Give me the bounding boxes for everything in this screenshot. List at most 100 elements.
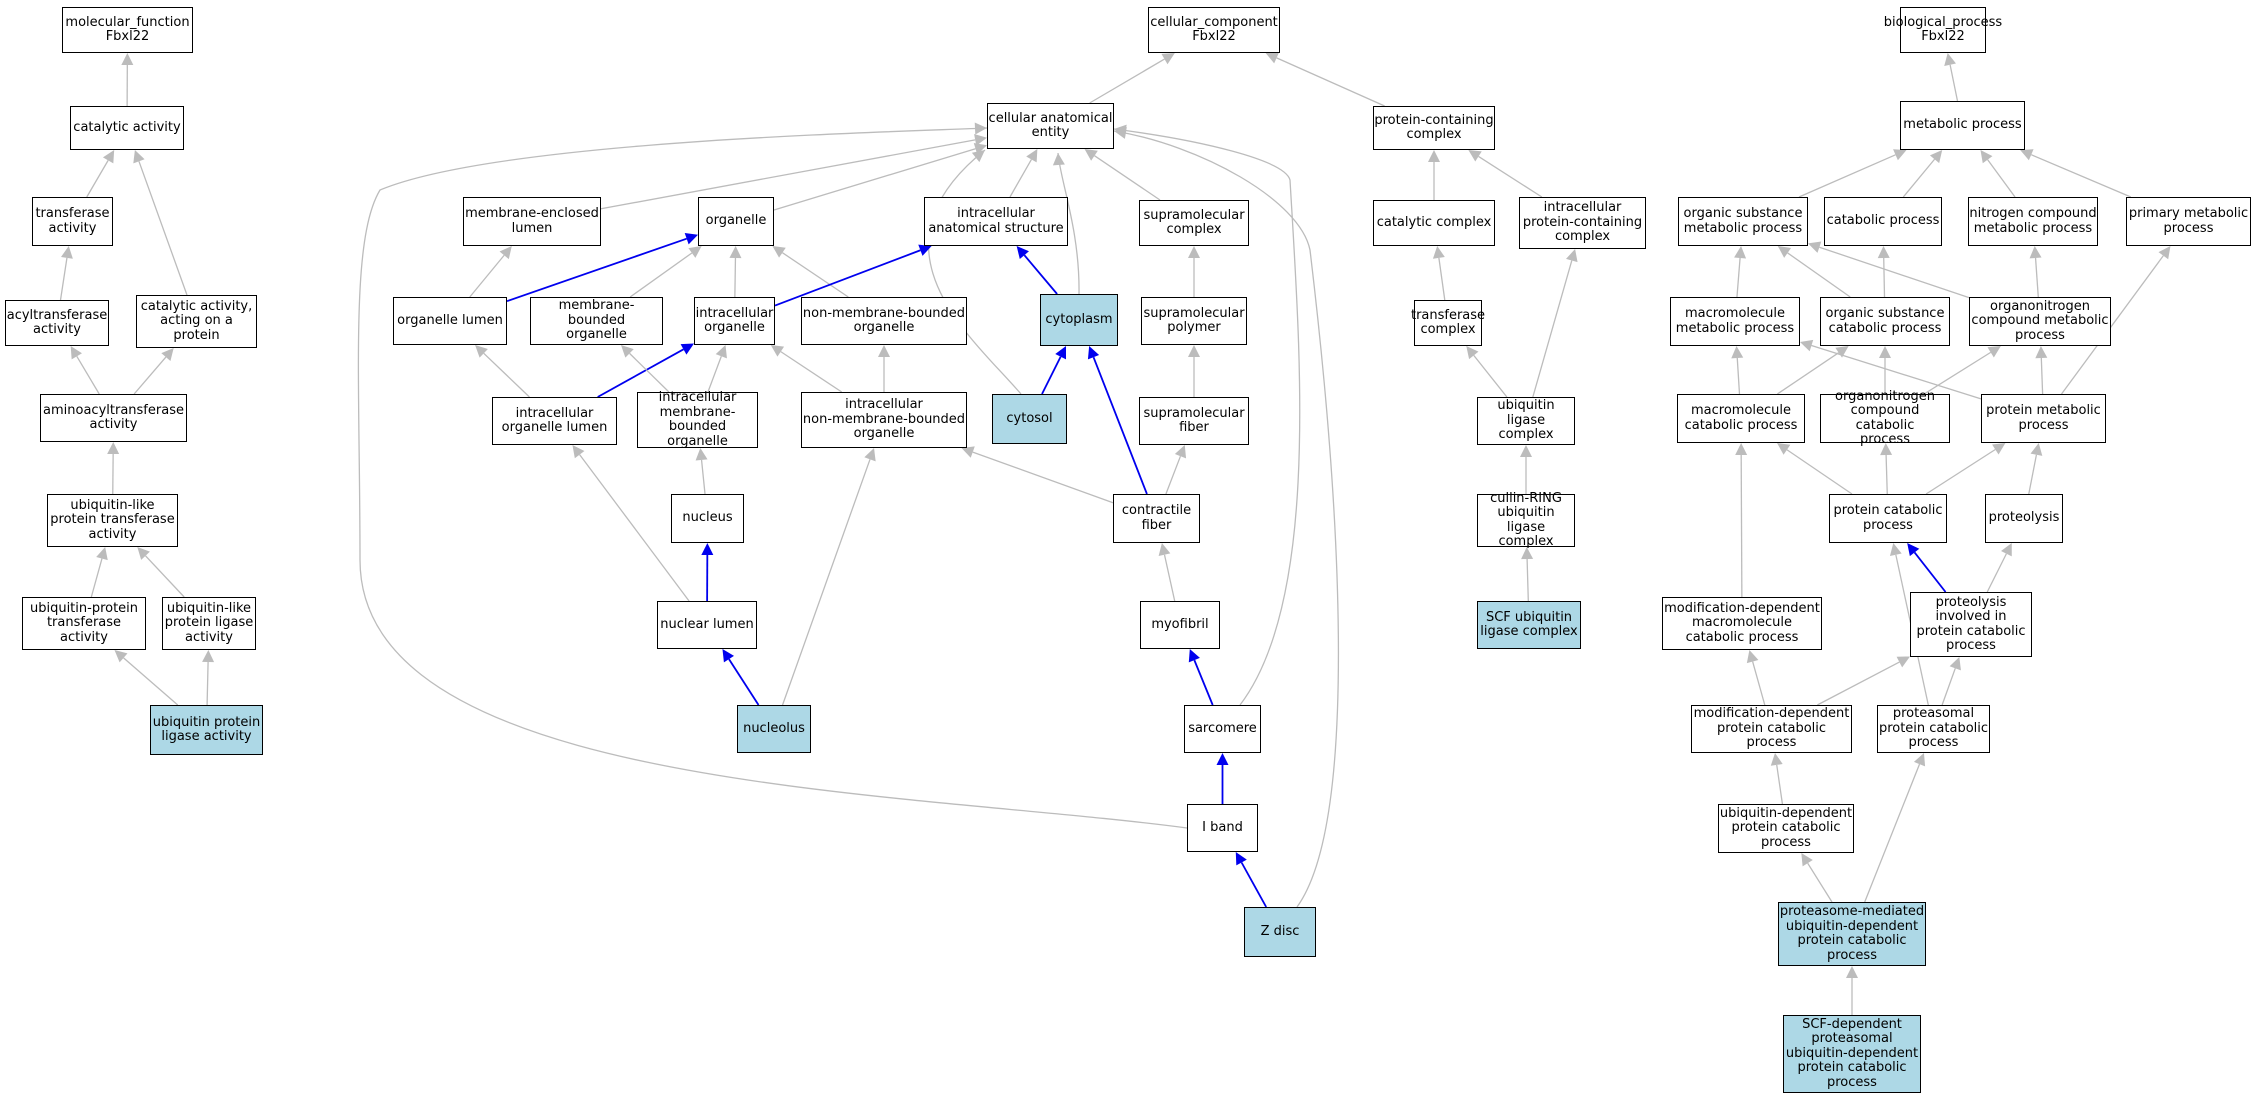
term-node-imbo[interactable]: intracellular membrane-bounded organelle bbox=[637, 390, 758, 448]
edge-acyl-to-transact-arrow bbox=[61, 246, 73, 259]
term-node-mf[interactable]: molecular_function Fbxl22 bbox=[62, 7, 193, 53]
edge-supcx-to-cae bbox=[1094, 155, 1161, 201]
term-node-catprot[interactable]: catalytic activity, acting on a protein bbox=[136, 295, 257, 348]
term-node-intorg[interactable]: intracellular organelle bbox=[694, 297, 775, 345]
edge-udpcp-to-mdpcp-arrow bbox=[1770, 753, 1783, 766]
term-node-cytoplasm[interactable]: cytoplasm bbox=[1040, 294, 1118, 346]
edge-mcp-to-mmp-arrow bbox=[1731, 346, 1744, 359]
term-node-iol[interactable]: intracellular organelle lumen bbox=[492, 397, 617, 445]
term-node-iband[interactable]: I band bbox=[1187, 804, 1258, 852]
term-node-ublike_tr[interactable]: ubiquitin-like protein transferase activ… bbox=[47, 494, 178, 547]
term-node-ocmp[interactable]: organonitrogen compound metabolic proces… bbox=[1969, 297, 2111, 346]
edge-imbo-to-mbo bbox=[629, 352, 670, 393]
edge-myofibril-to-contrfib bbox=[1163, 554, 1176, 602]
term-node-pmp[interactable]: primary metabolic process bbox=[2126, 197, 2251, 246]
edge-scf-to-crl-arrow bbox=[1521, 547, 1534, 560]
term-node-ipcc[interactable]: intracellular protein-containing complex bbox=[1519, 197, 1646, 249]
term-node-supcx[interactable]: supramolecular complex bbox=[1139, 200, 1249, 246]
edge-ublcx-to-ipcc-arrow bbox=[1566, 249, 1578, 263]
term-node-catabp[interactable]: catabolic process bbox=[1824, 197, 1942, 246]
term-node-cytosol[interactable]: cytosol bbox=[992, 394, 1067, 444]
term-node-proteasomal[interactable]: proteasomal protein catabolic process bbox=[1877, 705, 1990, 753]
term-node-suppoly[interactable]: supramolecular polymer bbox=[1141, 297, 1247, 345]
edge-mdpcp-to-pipcp-arrow bbox=[1896, 656, 1910, 668]
term-node-pipcp[interactable]: proteolysis involved in protein cataboli… bbox=[1910, 592, 2032, 657]
edge-zdisc-to-cae-arrow bbox=[1114, 127, 1127, 139]
edge-transcx-to-catcx bbox=[1438, 257, 1446, 301]
term-node-pmudp[interactable]: proteasome-mediated ubiquitin-dependent … bbox=[1778, 902, 1926, 966]
term-node-nuclumen[interactable]: nuclear lumen bbox=[657, 601, 757, 649]
edge-occp-to-oscp-arrow bbox=[1879, 346, 1891, 358]
edge-suppoly-to-supcx-arrow bbox=[1188, 246, 1200, 258]
edge-ublike_tr-to-aminoacyl-arrow bbox=[107, 442, 120, 455]
edge-imbo-to-mbo-arrow bbox=[620, 345, 634, 358]
term-node-organelle[interactable]: organelle bbox=[698, 197, 774, 246]
term-node-protmp[interactable]: protein metabolic process bbox=[1981, 394, 2106, 443]
term-node-mbo[interactable]: membrane-bounded organelle bbox=[530, 297, 663, 345]
edge-intorg-to-organelle-arrow bbox=[729, 246, 742, 259]
term-node-supfib[interactable]: supramolecular fiber bbox=[1139, 397, 1249, 445]
term-node-acyl[interactable]: acyltransferase activity bbox=[5, 300, 109, 346]
term-node-inmbo[interactable]: intracellular non-membrane-bounded organ… bbox=[801, 392, 967, 448]
term-node-mcp[interactable]: macromolecule catabolic process bbox=[1677, 394, 1805, 443]
term-node-crl[interactable]: cullin-RING ubiquitin ligase complex bbox=[1477, 491, 1575, 549]
term-node-ubprot_tr[interactable]: ubiquitin-protein transferase activity bbox=[22, 597, 146, 650]
term-node-sarcomere[interactable]: sarcomere bbox=[1184, 705, 1261, 753]
term-node-pcp[interactable]: protein catabolic process bbox=[1829, 494, 1947, 543]
term-node-transact[interactable]: transferase activity bbox=[32, 197, 113, 246]
term-node-mdpcp[interactable]: modification-dependent protein catabolic… bbox=[1691, 705, 1852, 753]
term-node-ublcx[interactable]: ubiquitin ligase complex bbox=[1477, 397, 1575, 445]
edge-ocmp-to-ncmp-arrow bbox=[2029, 246, 2042, 259]
edge-iband-to-cae-arrow bbox=[974, 122, 987, 135]
edge-orglumen-to-mel-arrow bbox=[499, 246, 512, 260]
edge-aminoacyl-to-catprot bbox=[133, 356, 167, 395]
term-node-bp[interactable]: biological_process Fbxl22 bbox=[1884, 7, 2002, 53]
term-node-catcx[interactable]: catalytic complex bbox=[1373, 200, 1495, 246]
edge-pmp-to-metab bbox=[2030, 154, 2132, 198]
term-node-ncmp[interactable]: nitrogen compound metabolic process bbox=[1968, 197, 2098, 246]
term-node-metab[interactable]: metabolic process bbox=[1900, 101, 2025, 150]
edge-pipcp-to-pcp-arrow bbox=[1907, 543, 1920, 557]
edge-zdisc-to-iband-arrow bbox=[1235, 852, 1247, 866]
edge-proteasomal-to-pcp-arrow bbox=[1889, 543, 1902, 556]
term-node-nucleus[interactable]: nucleus bbox=[671, 494, 744, 543]
term-node-udpcp[interactable]: ubiquitin-dependent protein catabolic pr… bbox=[1718, 804, 1854, 853]
edge-transact-to-catact bbox=[86, 160, 109, 198]
term-node-cc[interactable]: cellular_component Fbxl22 bbox=[1148, 7, 1280, 53]
term-node-mmp[interactable]: macromolecule metabolic process bbox=[1670, 297, 1800, 346]
term-node-mel[interactable]: membrane-enclosed lumen bbox=[463, 197, 601, 246]
edge-sarcomere-to-myofibril bbox=[1193, 659, 1214, 706]
edge-osmp-to-metab bbox=[1798, 154, 1896, 198]
edge-ublike_lig-to-ublike_tr-arrow bbox=[137, 547, 150, 560]
term-node-ublike_lig[interactable]: ubiquitin-like protein ligase activity bbox=[162, 597, 256, 650]
term-node-proteolysis[interactable]: proteolysis bbox=[1985, 494, 2063, 543]
term-node-scfdep[interactable]: SCF-dependent proteasomal ubiquitin-depe… bbox=[1783, 1015, 1921, 1093]
edge-nucleolus-to-inmbo-arrow bbox=[864, 448, 876, 462]
edge-pmudp-to-proteasomal-arrow bbox=[1913, 753, 1926, 767]
term-node-orglumen[interactable]: organelle lumen bbox=[393, 297, 507, 345]
term-node-transcx[interactable]: transferase complex bbox=[1411, 300, 1485, 346]
term-node-contrfib[interactable]: contractile fiber bbox=[1113, 494, 1200, 543]
term-node-mdmcp[interactable]: modification-dependent macromolecule cat… bbox=[1662, 597, 1822, 650]
term-node-ias[interactable]: intracellular anatomical structure bbox=[924, 197, 1068, 246]
term-node-scf[interactable]: SCF ubiquitin ligase complex bbox=[1477, 601, 1581, 649]
term-node-oscp[interactable]: organic substance catabolic process bbox=[1820, 297, 1950, 346]
edge-nuclumen-to-nucleus-arrow bbox=[701, 543, 714, 556]
term-node-pcc[interactable]: protein-containing complex bbox=[1373, 106, 1495, 150]
edge-contrfib-to-cytoplasm-arrow bbox=[1087, 346, 1100, 360]
term-node-nucleolus[interactable]: nucleolus bbox=[737, 705, 811, 753]
edge-iband-to-cae bbox=[357, 127, 1188, 829]
term-node-zdisc[interactable]: Z disc bbox=[1244, 907, 1316, 957]
term-node-ubprot_lig[interactable]: ubiquitin protein ligase activity bbox=[150, 705, 263, 755]
term-node-catact[interactable]: catalytic activity bbox=[70, 106, 184, 150]
edge-ubprot_lig-to-ubprot_tr-arrow bbox=[114, 650, 128, 663]
term-node-osmp[interactable]: organic substance metabolic process bbox=[1678, 197, 1808, 246]
term-node-cae[interactable]: cellular anatomical entity bbox=[987, 103, 1114, 149]
term-node-myofibril[interactable]: myofibril bbox=[1140, 601, 1220, 649]
edge-nucleolus-to-inmbo bbox=[781, 459, 871, 706]
edge-ocmp-to-osmp-arrow bbox=[1808, 241, 1822, 253]
term-node-occp[interactable]: organonitrogen compound catabolic proces… bbox=[1820, 389, 1950, 447]
edge-nucleus-to-imbo bbox=[700, 459, 706, 495]
term-node-nmbo[interactable]: non-membrane-bounded organelle bbox=[801, 297, 967, 345]
term-node-aminoacyl[interactable]: aminoacyltransferase activity bbox=[40, 394, 187, 442]
